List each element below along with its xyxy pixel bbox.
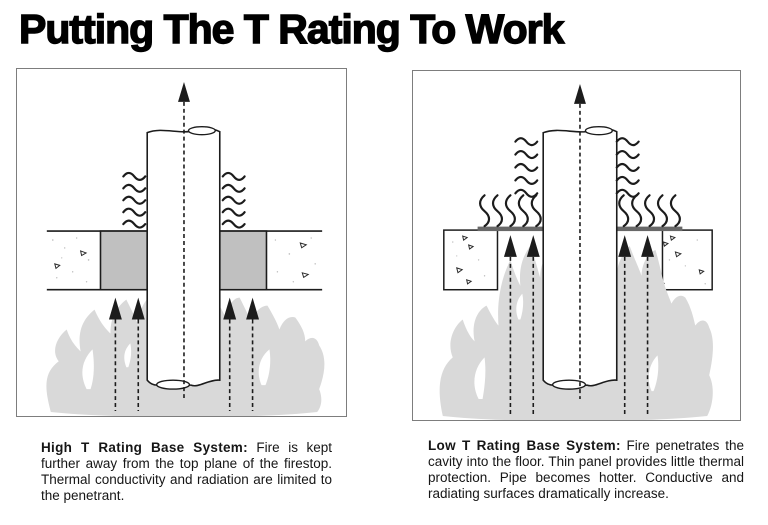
high-t-caption-body: Fire is kept further away from the top p… bbox=[41, 440, 332, 503]
penetrant-centerline-arrow bbox=[178, 81, 190, 400]
fire-arrows bbox=[108, 297, 260, 411]
pipe-break-top-icon bbox=[187, 126, 216, 136]
high-t-rating-diagram-frame bbox=[16, 68, 347, 417]
high-t-rating-diagram bbox=[46, 81, 325, 416]
low-t-rating-diagram-frame bbox=[412, 70, 741, 421]
firestop-block-left bbox=[99, 230, 149, 291]
low-t-caption-heading: Low T Rating Base System: bbox=[428, 438, 621, 453]
fire-arrow bbox=[131, 297, 145, 411]
fire-arrow bbox=[503, 235, 517, 414]
fire-arrow bbox=[641, 235, 655, 414]
rising-heat-icons-left bbox=[479, 194, 542, 228]
pipe-break-bottom-icon bbox=[551, 379, 587, 390]
rising-heat-icons-right bbox=[618, 194, 681, 228]
thin-panel-right bbox=[616, 226, 683, 232]
fire-arrow bbox=[246, 297, 260, 411]
heat-wave-icons-right bbox=[221, 171, 246, 229]
low-t-rating-diagram bbox=[439, 83, 713, 420]
high-t-caption: High T Rating Base System: Fire is kept … bbox=[41, 440, 332, 504]
concrete-right bbox=[274, 237, 316, 283]
fire-arrow bbox=[108, 297, 122, 411]
low-t-caption-body: Fire penetrates the cavity into the floo… bbox=[428, 438, 744, 501]
heat-wave-icons-left bbox=[122, 171, 147, 229]
high-t-caption-heading: High T Rating Base System: bbox=[41, 440, 248, 455]
low-t-caption: Low T Rating Base System: Fire penetrate… bbox=[428, 438, 744, 502]
penetrant-centerline-arrow bbox=[574, 83, 586, 400]
page-title: Putting The T Rating To Work bbox=[18, 5, 565, 52]
heat-wave-icons-right bbox=[615, 137, 640, 198]
heat-wave-icons-left bbox=[514, 137, 539, 198]
pipe-break-top-icon bbox=[584, 126, 613, 136]
thin-panel-left bbox=[477, 226, 544, 232]
fire-arrow bbox=[526, 235, 540, 414]
concrete-left bbox=[51, 237, 90, 283]
fire-arrow bbox=[223, 297, 237, 411]
concrete-block-right bbox=[658, 229, 713, 291]
pipe-break-bottom-icon bbox=[155, 379, 191, 390]
fire-arrow bbox=[618, 235, 632, 414]
firestop-block-right bbox=[218, 230, 268, 291]
concrete-block-left bbox=[443, 229, 499, 291]
fire-arrows bbox=[503, 235, 655, 414]
